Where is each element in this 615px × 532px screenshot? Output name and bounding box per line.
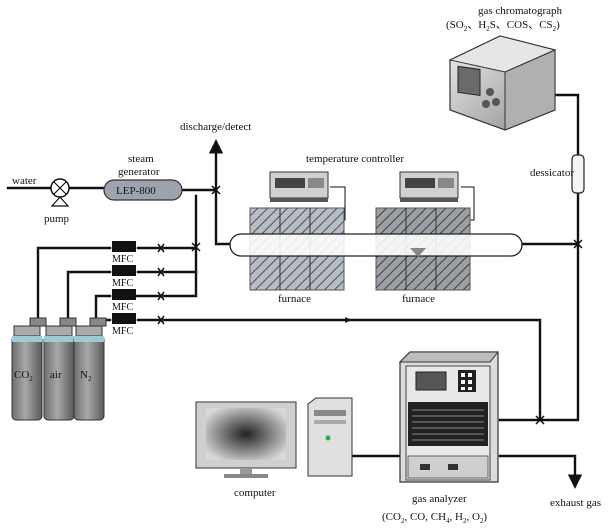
steam-label: steam [128, 153, 154, 165]
generator-label: generator [118, 166, 160, 178]
cylinder-co2-label: CO2 [14, 369, 33, 383]
analyzer-feed-pipe [498, 242, 580, 422]
gas-analyzer-label: gas analyzer [412, 493, 467, 505]
mfc-3 [112, 289, 136, 300]
discharge-label: discharge/detect [180, 121, 251, 133]
temperature-controller-left [269, 171, 329, 202]
mfc-4 [112, 313, 136, 324]
steam-generator [103, 179, 183, 201]
bypass-line [136, 318, 542, 422]
exhaust-label: exhaust gas [550, 497, 601, 509]
air-line [66, 270, 112, 324]
mfc-units [112, 241, 136, 324]
valve-outlet [573, 239, 583, 249]
exhaust-pipe [498, 454, 583, 489]
mfc-label-2: MFC [112, 278, 133, 289]
pipelines [6, 87, 583, 489]
pump [50, 178, 70, 207]
cylinder-air-label: air [50, 369, 62, 381]
cylinder-co2 [11, 317, 47, 421]
computer [195, 397, 353, 478]
monitor-screen [206, 408, 286, 460]
mfc-label-1: MFC [112, 254, 133, 265]
gas-cylinders [11, 317, 107, 421]
mfc-1 [112, 241, 136, 252]
computer-label: computer [234, 487, 276, 499]
cylinder-n2-label: N2 [80, 369, 92, 383]
water-label: water [12, 175, 37, 187]
valve-discharge [211, 185, 221, 195]
labels: gas chromatograph (SO2、H2S、COS、CS2) disc… [12, 5, 601, 525]
pump-label: pump [44, 213, 70, 225]
gas-manifold-pipe [135, 194, 198, 298]
reactor-inlet-pipe [214, 188, 232, 246]
valve-mfc4 [157, 315, 165, 325]
temperature-controller-label: temperature controller [306, 153, 404, 165]
catalyst-bed [410, 248, 426, 257]
mfc-label-4: MFC [112, 326, 133, 337]
valve-mfc1 [157, 243, 165, 253]
mfc-2 [112, 265, 136, 276]
valve-manifold [191, 242, 201, 252]
furnace-right-label: furnace [402, 293, 435, 305]
reactor-tube [229, 233, 523, 257]
n2-line-a [94, 294, 112, 324]
gas-analyzer [398, 351, 500, 483]
dessicator [571, 154, 585, 194]
analyzer-keypad [458, 370, 476, 392]
analyzer-species-label: (CO2, CO, CH4, H2, O2) [382, 511, 487, 525]
analyzer-display [415, 371, 447, 391]
analyzer-grille [408, 402, 488, 446]
valve-mfc2 [157, 267, 165, 277]
gas-chromatograph [448, 35, 557, 131]
mfc-label-3: MFC [112, 302, 133, 313]
temperature-controller-right [399, 171, 459, 202]
valve-mfc3 [157, 291, 165, 301]
dessicator-label: dessicator [530, 167, 574, 179]
cylinder-n2 [73, 317, 107, 421]
furnace-left-label: furnace [278, 293, 311, 305]
gc-label: gas chromatograph [478, 5, 562, 17]
gc-species-label: (SO2、H2S、COS、CS2) [446, 19, 560, 33]
valve-analyzer [535, 415, 545, 425]
co2-line [36, 246, 112, 324]
valves [157, 185, 583, 425]
steam-model-label: LEP-800 [116, 185, 156, 197]
power-led [325, 435, 331, 441]
